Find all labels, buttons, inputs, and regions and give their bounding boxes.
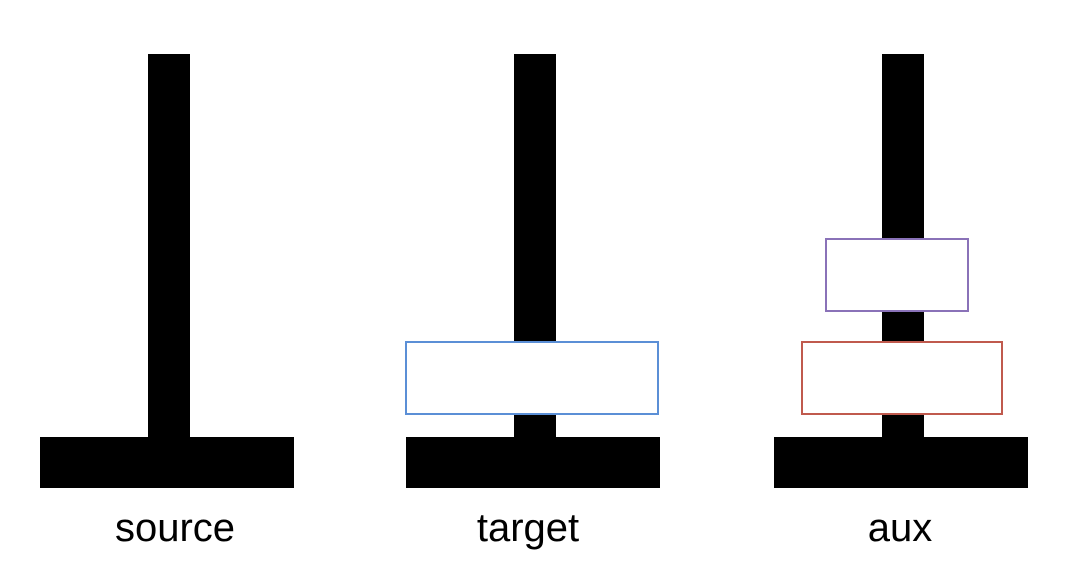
disk-medium[interactable] xyxy=(801,341,1003,415)
peg-source: source xyxy=(0,0,340,580)
peg-aux-label: aux xyxy=(867,506,933,550)
peg-aux-base xyxy=(774,437,1028,488)
peg-target-base xyxy=(406,437,660,488)
disk-small[interactable] xyxy=(825,238,969,312)
peg-target: target xyxy=(405,54,660,550)
peg-target-label: target xyxy=(476,506,580,550)
disk-large[interactable] xyxy=(405,341,659,415)
peg-source-pole xyxy=(148,54,190,440)
peg-source-base xyxy=(40,437,294,488)
peg-source-label: source xyxy=(114,506,236,550)
